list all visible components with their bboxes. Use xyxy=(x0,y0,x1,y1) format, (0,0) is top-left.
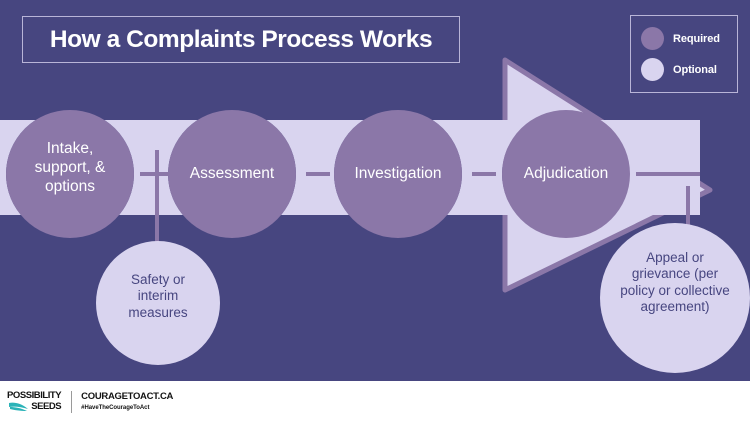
legend-swatch-required-icon xyxy=(641,27,664,50)
legend-swatch-optional-icon xyxy=(641,58,664,81)
node-circle-safety[interactable] xyxy=(96,241,220,365)
process-flow-graphic xyxy=(0,57,750,373)
node-circle-assessment[interactable] xyxy=(168,110,296,238)
page-title-text: How a Complaints Process Works xyxy=(49,25,433,53)
legend: Required Optional xyxy=(630,15,738,93)
possibility-seeds-logo-line2: SEEDS xyxy=(31,401,62,412)
footer-divider xyxy=(71,390,73,413)
possibility-seeds-logo-line2-row: SEEDS xyxy=(8,401,62,412)
campaign-hashtag: #HaveTheCourageToAct xyxy=(81,404,150,411)
node-circle-intake[interactable] xyxy=(6,110,134,238)
campaign-url[interactable]: COURAGETOACT.CA xyxy=(81,391,174,403)
diagram-stage: How a Complaints Process Works Required … xyxy=(0,0,750,381)
legend-label-required: Required xyxy=(673,32,720,45)
node-circle-investigation[interactable] xyxy=(334,110,462,238)
leaf-swoosh-icon xyxy=(9,402,29,412)
page-title: How a Complaints Process Works xyxy=(22,16,460,63)
legend-item-optional: Optional xyxy=(641,54,737,85)
legend-item-required: Required xyxy=(641,23,737,54)
legend-label-optional: Optional xyxy=(673,63,717,76)
node-circle-adjudication[interactable] xyxy=(502,110,630,238)
node-circle-appeal[interactable] xyxy=(600,223,750,373)
possibility-seeds-logo-line1: POSSIBILITY xyxy=(7,389,62,401)
courage-to-act-block[interactable]: COURAGETOACT.CA #HaveTheCourageToAct xyxy=(81,392,173,411)
possibility-seeds-logo[interactable]: POSSIBILITY SEEDS xyxy=(7,389,62,413)
footer-bar: POSSIBILITY SEEDS COURAGETOACT.CA #HaveT… xyxy=(0,381,750,422)
footer-content: POSSIBILITY SEEDS COURAGETOACT.CA #HaveT… xyxy=(7,389,173,413)
